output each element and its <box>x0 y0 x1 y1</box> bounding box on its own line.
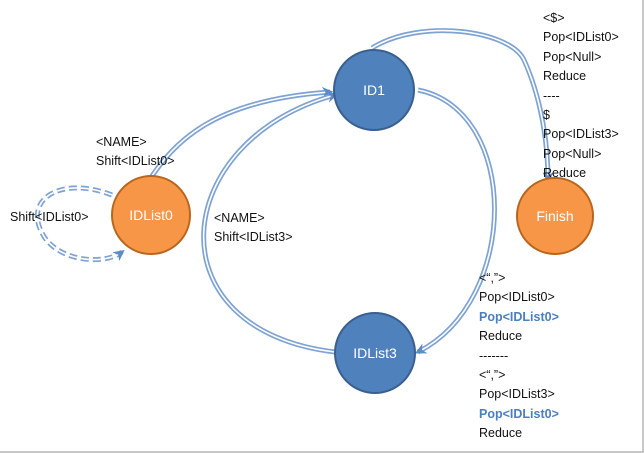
label-line: Reduce <box>543 69 587 84</box>
label-line: Pop<IDList3> <box>543 127 619 142</box>
node-finish: Finish <box>516 177 594 255</box>
label-line: Pop<Null> <box>543 49 602 64</box>
label-line: Pop<IDList0> <box>479 290 555 305</box>
label-line: ------- <box>479 348 509 363</box>
label-line: Reduce <box>479 426 523 441</box>
label-line: <NAME> <box>214 211 265 225</box>
edge-idlist3-to-id1 <box>201 91 339 355</box>
label-line: Pop<IDList3> <box>479 387 555 402</box>
label-line: Pop<Null> <box>543 146 602 161</box>
label-id1-to-finish: <$> Pop<IDList0> Pop<Null> Reduce ---- $ Pop<I… <box>543 9 619 184</box>
edge-idlist0-self-loop <box>34 185 125 263</box>
label-line: $ <box>543 108 550 123</box>
label-line: Pop<IDList0> <box>543 30 619 45</box>
node-idlist3: IDList3 <box>334 312 416 394</box>
label-line: Shift<IDList0> <box>10 210 89 224</box>
label-line: <$> <box>543 11 565 25</box>
label-idlist0-self: Shift<IDList0> <box>10 208 89 227</box>
label-idlist0-to-id1: <NAME> Shift<IDList0> <box>96 133 175 172</box>
label-idlist3-to-id1: <NAME> Shift<IDList3> <box>214 209 293 248</box>
label-line: <“,”> <box>479 271 506 285</box>
label-id1-to-idlist3: <“,”> Pop<IDList0> Pop<IDList0> Reduce -----… <box>479 269 559 444</box>
label-line: Reduce <box>479 329 523 344</box>
label-line: ---- <box>543 88 560 103</box>
label-line: Shift<IDList3> <box>214 230 293 245</box>
label-line: <“,”> <box>479 368 506 383</box>
edge-idlist0-to-id1 <box>145 86 334 184</box>
label-line: Pop<IDList0> <box>479 406 559 421</box>
edge-id1-to-idlist3 <box>415 87 497 355</box>
label-line: Shift<IDList0> <box>96 154 175 169</box>
node-id1-label: ID1 <box>363 82 385 98</box>
node-idlist0-label: IDList0 <box>129 207 173 223</box>
node-idlist3-label: IDList3 <box>353 345 397 361</box>
node-id1: ID1 <box>333 49 415 131</box>
edge-id1-to-finish <box>370 28 554 184</box>
node-finish-label: Finish <box>536 208 574 224</box>
label-line: <NAME> <box>96 135 147 149</box>
label-line: Reduce <box>543 166 587 181</box>
label-line: Pop<IDList0> <box>479 309 559 324</box>
node-idlist0: IDList0 <box>111 175 191 255</box>
